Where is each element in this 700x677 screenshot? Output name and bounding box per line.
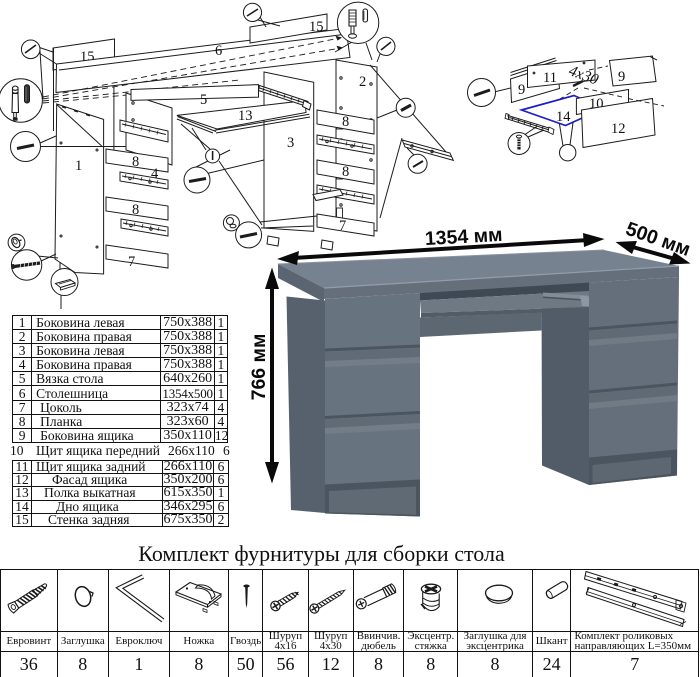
- svg-text:8: 8: [132, 202, 139, 218]
- svg-text:7: 7: [339, 218, 346, 234]
- svg-text:4х30: 4х30: [566, 62, 600, 88]
- svg-text:9: 9: [518, 82, 525, 98]
- svg-text:766 мм: 766 мм: [248, 334, 270, 401]
- svg-text:11: 11: [543, 70, 557, 86]
- svg-text:8: 8: [342, 114, 349, 130]
- svg-text:13: 13: [238, 108, 253, 124]
- svg-text:7: 7: [128, 254, 135, 270]
- svg-text:3: 3: [287, 135, 294, 151]
- svg-text:15: 15: [309, 19, 324, 35]
- svg-text:8: 8: [132, 154, 139, 170]
- svg-text:1354 мм: 1354 мм: [424, 224, 503, 250]
- svg-text:12: 12: [611, 121, 626, 137]
- svg-text:14: 14: [556, 109, 571, 125]
- svg-text:1: 1: [75, 158, 82, 174]
- svg-text:4: 4: [151, 166, 159, 182]
- svg-text:2: 2: [359, 74, 366, 90]
- svg-text:8: 8: [342, 164, 349, 180]
- svg-text:6: 6: [215, 43, 222, 59]
- svg-text:9: 9: [618, 69, 625, 85]
- svg-text:5: 5: [200, 92, 207, 108]
